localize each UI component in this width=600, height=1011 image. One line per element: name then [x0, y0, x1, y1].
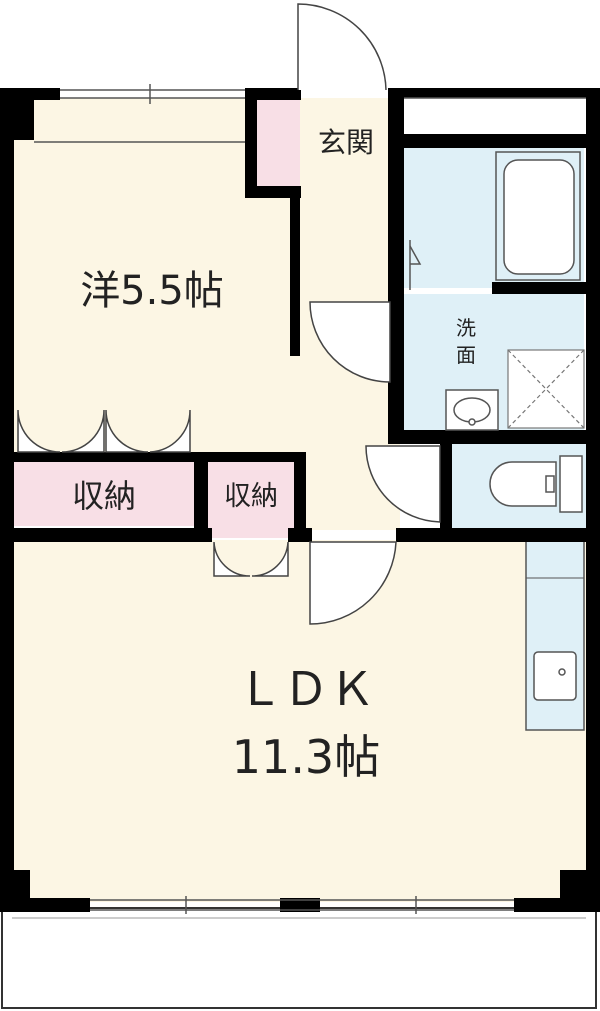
kitchen-counter-icon	[533, 651, 577, 701]
bathtub-icon	[409, 151, 581, 290]
sink-icon	[445, 389, 499, 431]
washroom-label-1: 洗	[456, 316, 476, 340]
windows	[34, 84, 586, 914]
ldk-room	[12, 540, 588, 902]
walls	[0, 88, 600, 912]
ldk-label-1: ＬＤＫ	[237, 662, 375, 716]
entrance-label: 玄関	[318, 126, 374, 159]
storage-large	[14, 462, 194, 526]
ldk-label-2: 11.3帖	[232, 730, 380, 784]
storage-small-label: 収納	[224, 481, 278, 512]
storage-large-label: 収納	[72, 477, 136, 515]
toilet-icon	[489, 455, 583, 513]
entrance-door-swing-icon	[297, 3, 387, 91]
balcony	[1, 907, 597, 1009]
storage-small-lower	[208, 526, 294, 538]
western-room-label: 洋5.5帖	[80, 268, 224, 314]
washing-machine-pan-icon	[507, 349, 585, 429]
entrance-area	[300, 98, 396, 186]
kitchen-counter	[525, 539, 585, 731]
washroom-label-2: 面	[456, 343, 476, 367]
entrance-shoe-box	[256, 98, 300, 186]
door-swing-icon	[17, 301, 441, 625]
storage-small	[208, 462, 294, 526]
